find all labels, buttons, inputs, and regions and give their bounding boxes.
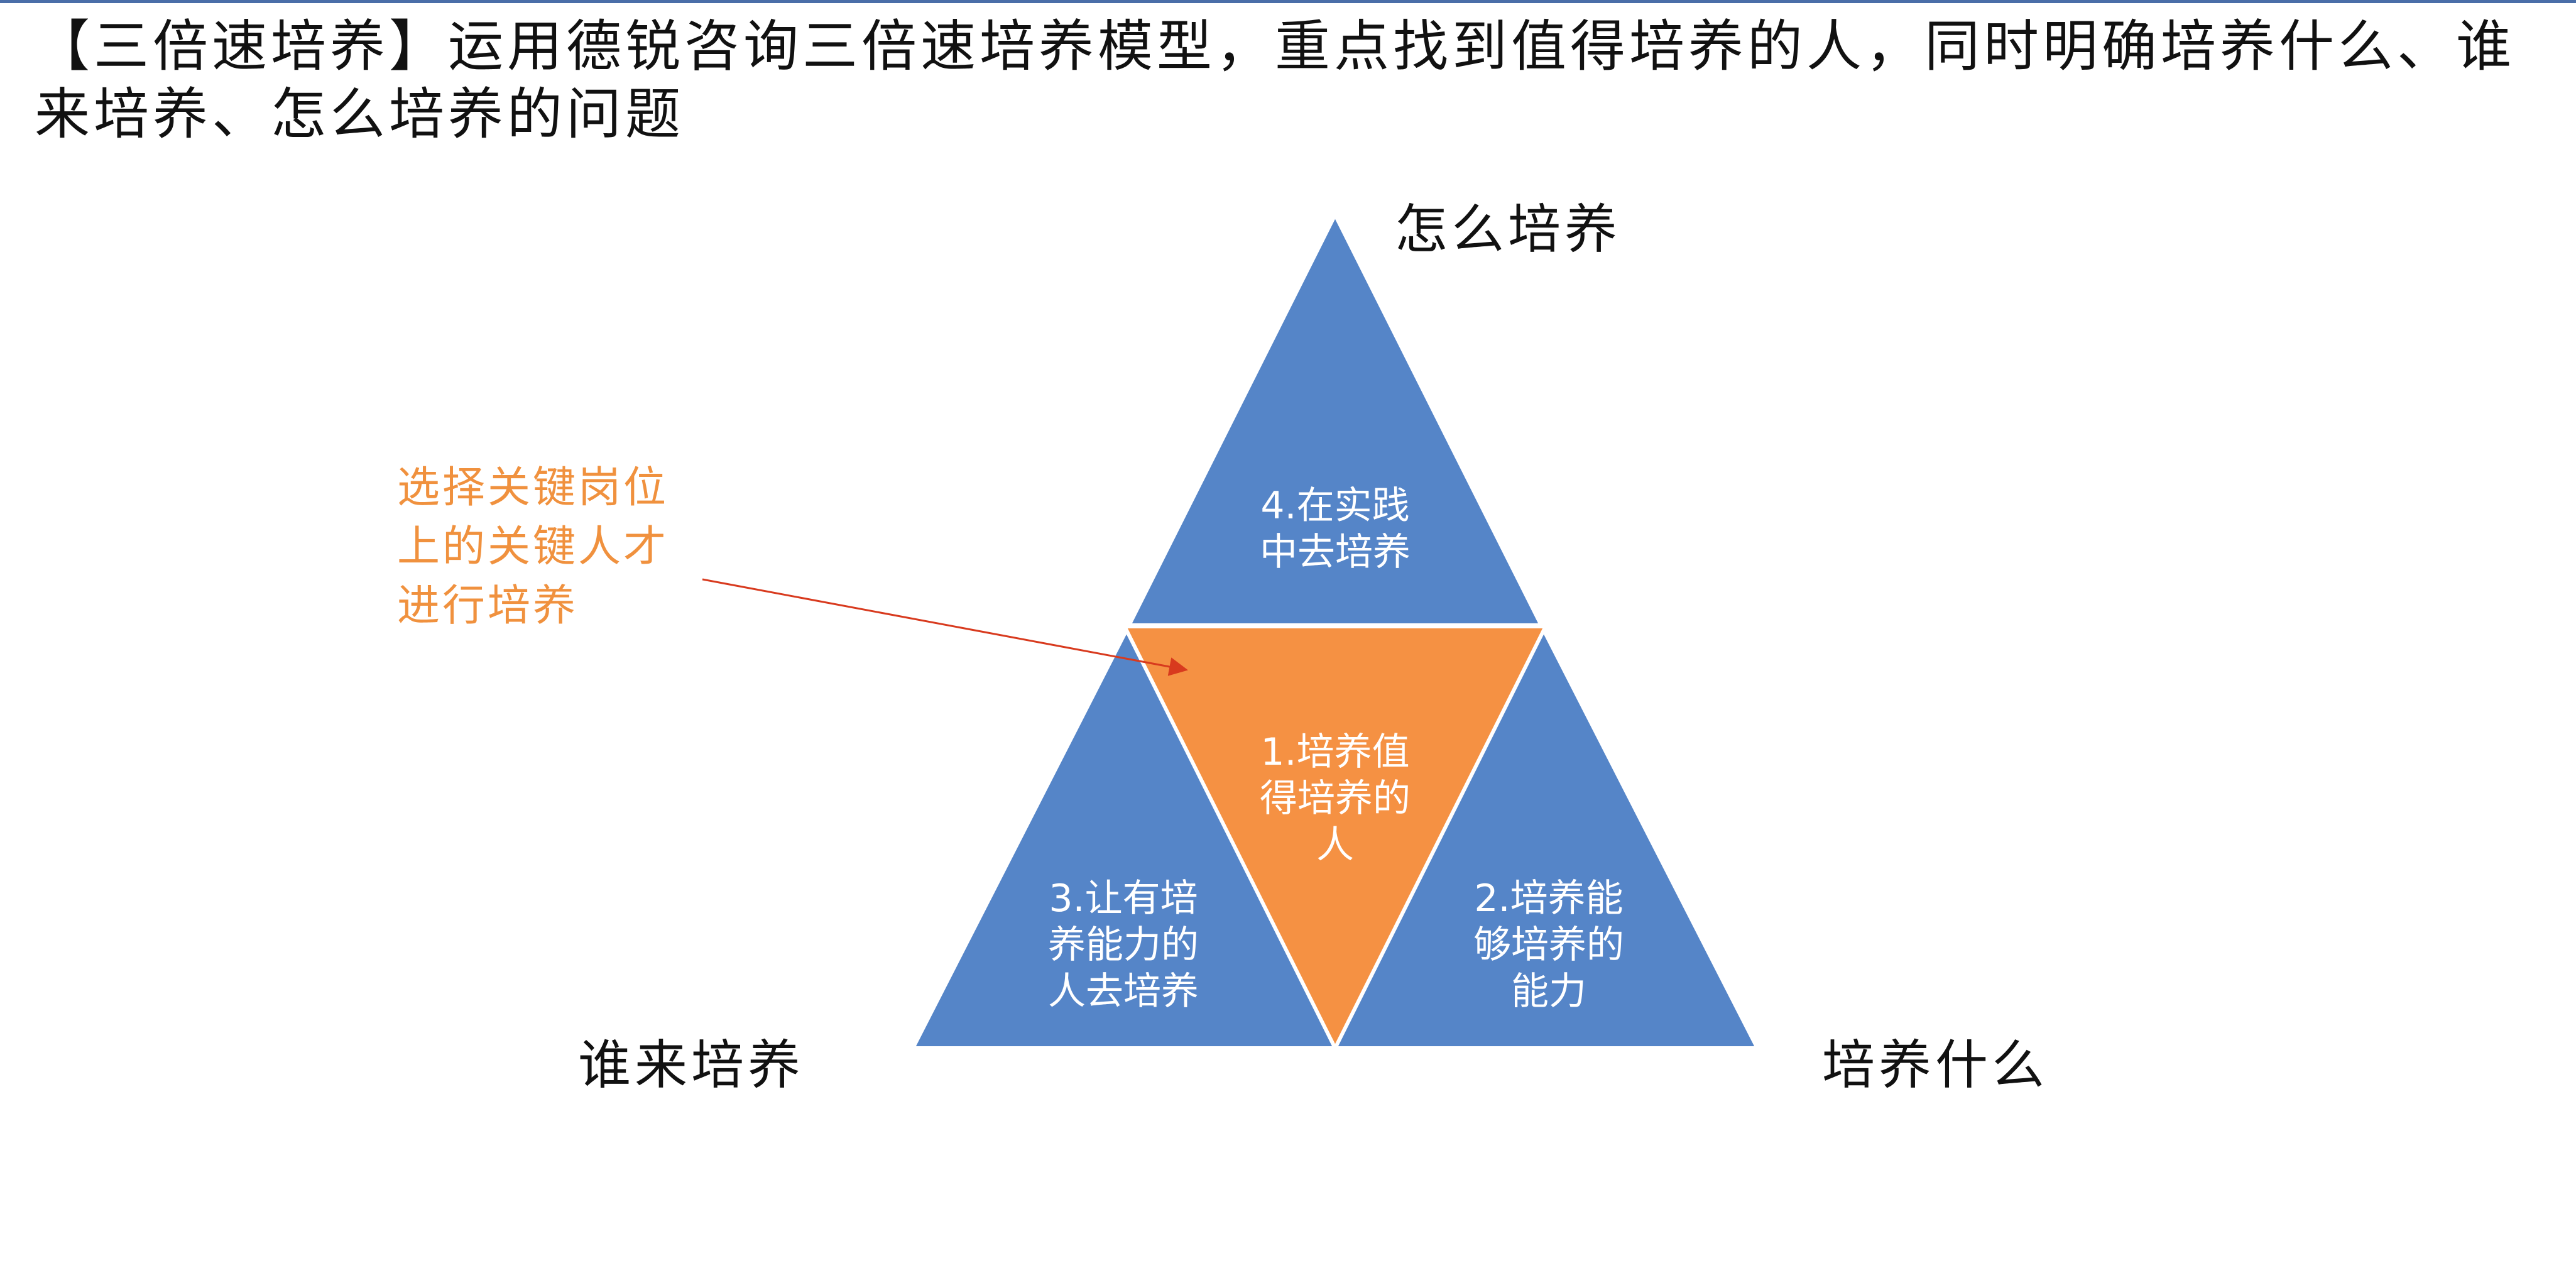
triangle-center-segment — [1122, 625, 1549, 1052]
slide-title: 【三倍速培养】运用德锐咨询三倍速培养模型，重点找到值得培养的人，同时明确培养什么… — [35, 14, 2516, 146]
label-how-to-train: 怎么培养 — [1395, 199, 1622, 260]
top-rule — [0, 0, 2576, 3]
segment-top-text: 4.在实践 中去培养 — [1260, 484, 1411, 574]
label-who-trains: 谁来培养 — [578, 1034, 805, 1096]
callout-arrow — [702, 578, 1188, 676]
segment-center-text: 1.培养值 得培养的 人 — [1260, 730, 1411, 867]
label-what-to-train: 培养什么 — [1822, 1034, 2049, 1096]
callout-key-talent: 选择关键岗位 上的关键人才 进行培养 — [397, 463, 669, 631]
segment-left-text: 3.让有培 养能力的 人去培养 — [1048, 877, 1199, 1014]
segment-right-text: 2.培养能 够培养的 能力 — [1473, 877, 1624, 1014]
